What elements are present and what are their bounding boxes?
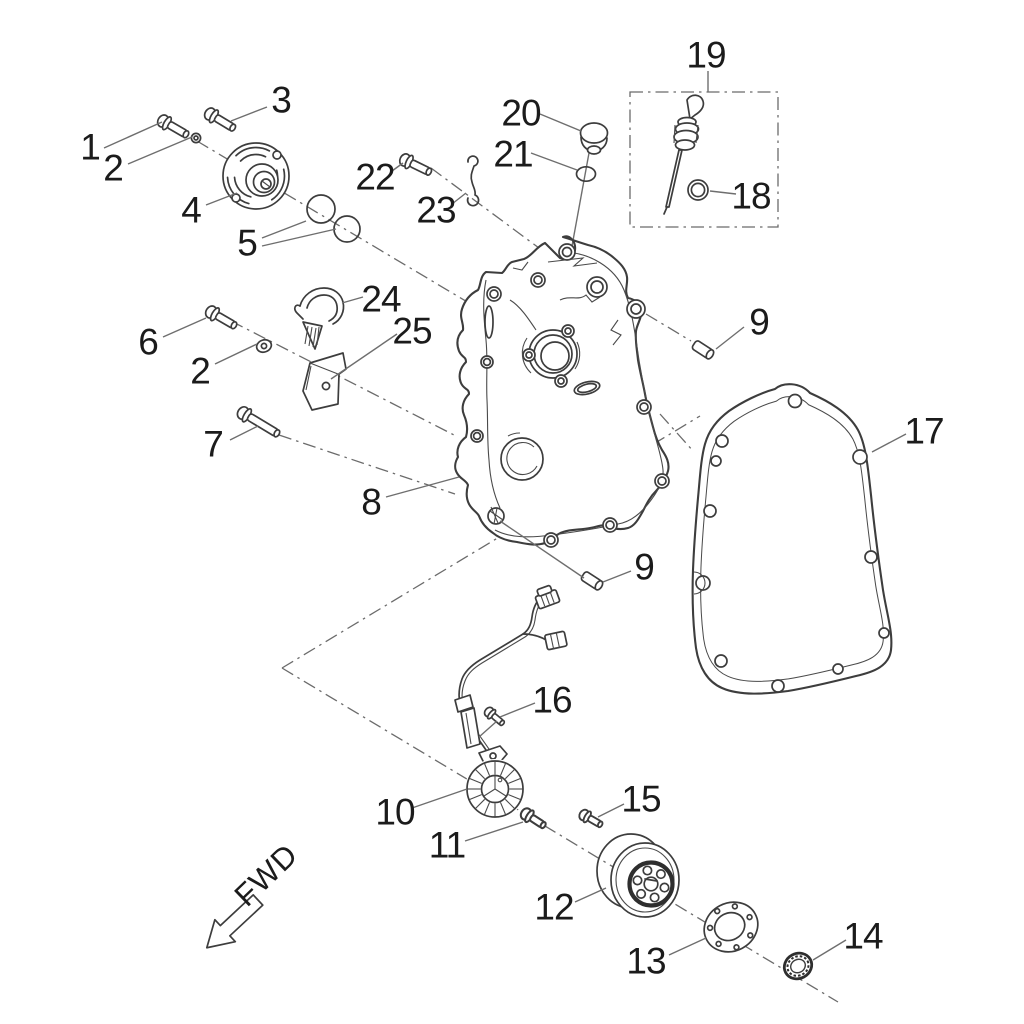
part-14-bearing — [782, 951, 814, 981]
part-16-bolt — [481, 704, 508, 730]
part-7-bolt — [233, 403, 284, 442]
callout-24: 24 — [361, 278, 401, 320]
callout-2a: 2 — [103, 147, 124, 189]
part-1-bolt — [154, 111, 193, 143]
callout-12: 12 — [534, 886, 574, 928]
callout-8: 8 — [361, 481, 382, 523]
callout-16: 16 — [532, 679, 572, 721]
part-21-o-ring — [575, 165, 597, 183]
part-8-crankcase-cover — [454, 235, 670, 548]
part-9-dowel-pin-top — [690, 338, 717, 362]
part-19-dipstick — [663, 94, 705, 215]
callout-20: 20 — [501, 92, 541, 134]
fwd-text: FWD — [228, 837, 305, 913]
part-5-o-ring-2 — [333, 215, 361, 243]
part-4-timing-cap — [222, 142, 290, 210]
callout-17: 17 — [904, 410, 944, 452]
connector-b — [544, 630, 568, 651]
callout-2b: 2 — [190, 350, 211, 392]
part-19-dipstick-detail-box — [629, 91, 779, 228]
part-2-washer-a — [190, 132, 202, 144]
callout-1: 1 — [80, 126, 101, 168]
part-11-bolt — [517, 804, 550, 833]
callout-14: 14 — [843, 915, 883, 957]
stator-teeth — [467, 761, 523, 817]
callout-7: 7 — [203, 423, 224, 465]
part-9-dowel-pin-bottom — [579, 569, 606, 593]
callout-5: 5 — [237, 222, 258, 264]
callout-15: 15 — [621, 778, 661, 820]
callout-6: 6 — [138, 321, 159, 363]
callout-19: 19 — [686, 34, 726, 76]
callout-3: 3 — [271, 79, 292, 121]
part-13-bearing-plate — [703, 901, 759, 953]
part-24-wire-clamp — [294, 287, 345, 350]
leader-lines — [103, 71, 907, 961]
callout-10: 10 — [375, 791, 415, 833]
part-23-hook-clip — [466, 155, 480, 207]
part-22-bolt — [396, 150, 435, 180]
harness-grommet — [454, 694, 474, 713]
fwd-direction-indicator: FWD — [205, 837, 305, 949]
part-2-washer-b — [255, 338, 273, 354]
part-10-stator-assembly — [454, 584, 568, 819]
callout-13: 13 — [626, 940, 666, 982]
callout-11: 11 — [428, 824, 466, 866]
connector-a — [534, 584, 561, 610]
part-17-gasket — [691, 383, 893, 695]
callout-9a: 9 — [749, 301, 770, 343]
callout-9b: 9 — [634, 546, 655, 588]
callout-25: 25 — [392, 310, 432, 352]
part-12-flywheel-rotor — [596, 833, 680, 918]
part-6-bolt — [202, 302, 241, 334]
part-5-o-ring-1 — [306, 194, 336, 224]
part-20-filler-plug — [579, 122, 609, 155]
fwd-arrow-icon — [205, 894, 264, 949]
callout-22: 22 — [355, 156, 395, 198]
callout-21: 21 — [493, 133, 533, 175]
callout-23: 23 — [416, 189, 456, 231]
part-18-o-ring — [687, 179, 709, 201]
part-15-bolt — [576, 806, 606, 832]
callout-18: 18 — [731, 175, 771, 217]
callout-4: 4 — [181, 189, 202, 231]
